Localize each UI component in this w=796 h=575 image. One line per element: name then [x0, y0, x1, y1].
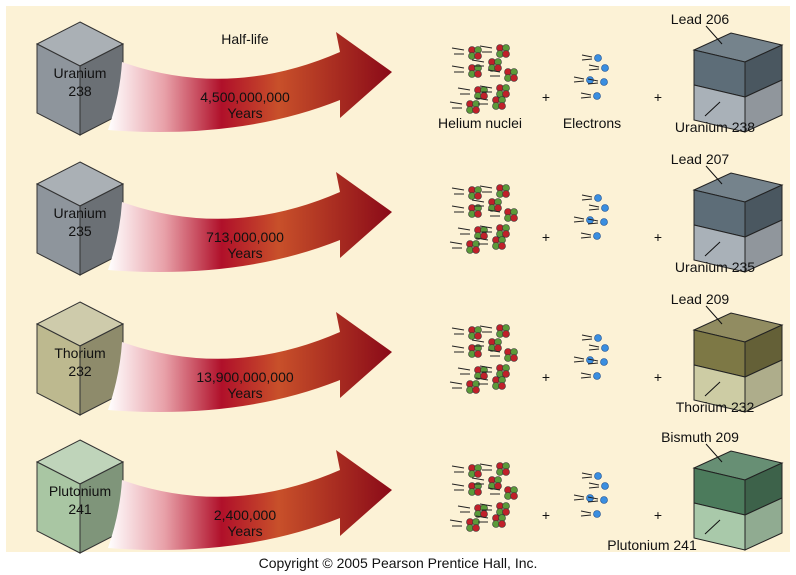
- half-life-label: Half-life: [221, 31, 269, 47]
- result-cube: [692, 172, 784, 273]
- result-cube: [692, 312, 784, 413]
- helium-nuclei-icon: [449, 462, 518, 532]
- plus-sign: +: [654, 507, 662, 523]
- half-life-arrow: [108, 312, 392, 412]
- remaining-layer-side: [744, 219, 783, 273]
- plus-sign: +: [654, 229, 662, 245]
- daughter-leader-line: [705, 443, 723, 463]
- parent-name: Uranium: [54, 65, 107, 81]
- helium-nuclei-icon: [449, 184, 518, 254]
- half-life-value: 13,900,000,000: [196, 369, 294, 385]
- plus-sign: +: [654, 369, 662, 385]
- plus-sign: +: [654, 89, 662, 105]
- daughter-leader-line: [705, 25, 723, 45]
- parent-cube: [35, 439, 125, 554]
- parent-cube: [35, 301, 125, 416]
- parent-mass: 241: [68, 501, 92, 517]
- remaining-leader-line: [704, 519, 721, 535]
- half-life-arrow: [108, 450, 392, 550]
- helium-nuclei-label: Helium nuclei: [438, 115, 522, 131]
- parent-mass: 232: [68, 363, 92, 379]
- copyright: Copyright © 2005 Pearson Prentice Hall, …: [258, 555, 538, 571]
- remaining-layer-side: [744, 79, 783, 133]
- parent-cube: [35, 21, 125, 136]
- plus-sign: +: [542, 89, 550, 105]
- parent-mass: 235: [68, 223, 92, 239]
- parent-name: Plutonium: [49, 483, 111, 499]
- half-life-unit: Years: [227, 523, 262, 539]
- half-life-unit: Years: [227, 245, 262, 261]
- plus-sign: +: [542, 229, 550, 245]
- plus-sign: +: [542, 507, 550, 523]
- half-life-value: 4,500,000,000: [200, 89, 290, 105]
- half-life-unit: Years: [227, 105, 262, 121]
- remaining-label: Thorium 232: [676, 399, 755, 415]
- electrons-label: Electrons: [563, 115, 621, 131]
- daughter-label: Bismuth 209: [661, 429, 739, 445]
- remaining-layer-side: [744, 497, 783, 551]
- electrons-icon: [573, 472, 609, 518]
- electrons-icon: [573, 194, 609, 240]
- result-cube: [692, 450, 784, 551]
- parent-mass: 238: [68, 83, 92, 99]
- remaining-label: Plutonium 241: [607, 537, 697, 553]
- parent-name: Thorium: [54, 345, 105, 361]
- half-life-value: 713,000,000: [206, 229, 284, 245]
- daughter-leader-line: [705, 165, 723, 185]
- remaining-leader-line: [704, 241, 721, 257]
- helium-nuclei-icon: [449, 324, 518, 394]
- remaining-label: Uranium 238: [675, 119, 755, 135]
- half-life-value: 2,400,000: [214, 507, 276, 523]
- plus-sign: +: [542, 369, 550, 385]
- half-life-unit: Years: [227, 385, 262, 401]
- remaining-leader-line: [704, 101, 721, 117]
- result-cube: [692, 32, 784, 133]
- half-life-arrow: [108, 172, 392, 272]
- daughter-label: Lead 209: [671, 291, 730, 307]
- daughter-leader-line: [705, 305, 723, 325]
- electrons-icon: [573, 334, 609, 380]
- daughter-label: Lead 207: [671, 151, 730, 167]
- remaining-leader-line: [704, 381, 721, 397]
- electrons-icon: [573, 54, 609, 100]
- helium-nuclei-icon: [449, 44, 518, 114]
- daughter-label: Lead 206: [671, 11, 730, 27]
- parent-cube: [35, 161, 125, 276]
- parent-name: Uranium: [54, 205, 107, 221]
- half-life-arrow: [108, 32, 392, 132]
- remaining-layer-side: [744, 359, 783, 413]
- remaining-label: Uranium 235: [675, 259, 755, 275]
